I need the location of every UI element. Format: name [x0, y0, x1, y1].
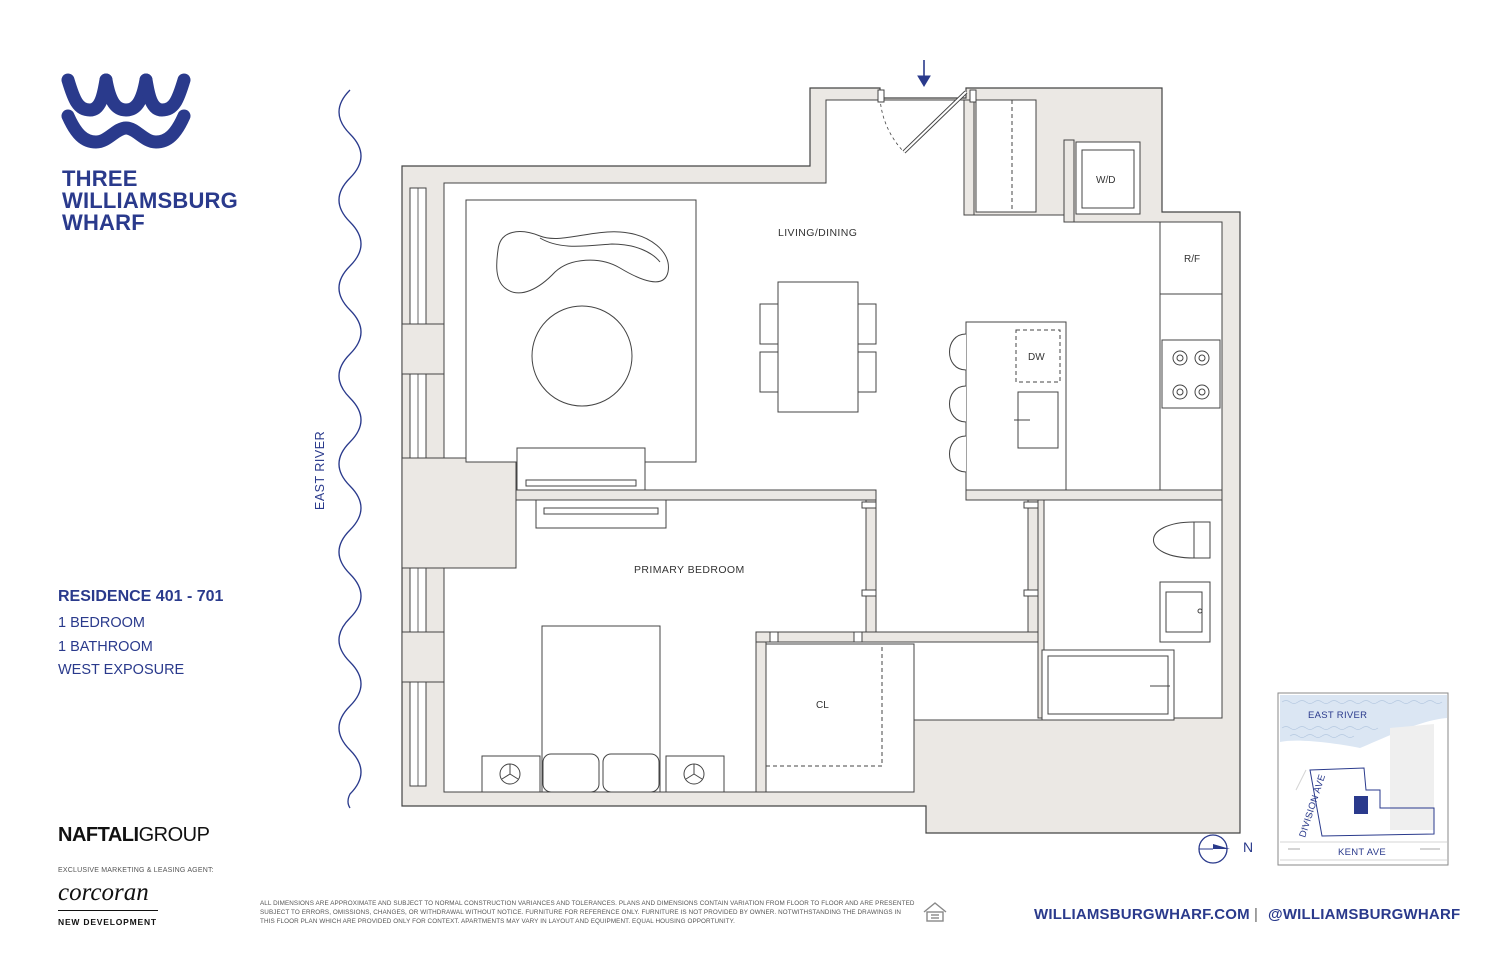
equal-housing-icon [923, 902, 947, 922]
website-link[interactable]: WILLIAMSBURGWHARF.COM [1034, 906, 1250, 923]
bathroom-count: 1 BATHROOM [58, 639, 153, 655]
bedroom-furniture [481, 499, 725, 793]
brand-name-line: WILLIAMSBURG [62, 188, 238, 213]
naftali-bold: NAFTALI [58, 824, 139, 846]
living-dining-label: LIVING/DINING [778, 227, 857, 239]
brand-name-line: THREE [62, 166, 138, 191]
bathroom-fixtures [1041, 521, 1211, 721]
brand-name-line: WHARF [62, 210, 145, 235]
lamp-icon [499, 763, 705, 785]
washer-dryer-label: W/D [1096, 175, 1115, 186]
naftali-group-logo: NAFTALIGROUP [58, 824, 210, 847]
stove-burners-icon [1172, 350, 1210, 400]
site-map [1277, 692, 1449, 866]
closet-label: CL [816, 700, 829, 711]
brand-name: THREE WILLIAMSBURG WHARF [62, 168, 238, 234]
entry-arrow-icon [917, 60, 931, 87]
compass-north-label: N [1243, 839, 1254, 855]
river-label: EAST RIVER [313, 431, 327, 510]
social-handle-link[interactable]: @WILLIAMSBURGWHARF [1268, 906, 1461, 923]
footer-separator: | [1254, 906, 1258, 923]
site-map-river-label: EAST RIVER [1308, 710, 1367, 721]
interior-walls [515, 99, 1223, 793]
fridge-label: R/F [1184, 254, 1200, 265]
washer-dryer [1075, 141, 1141, 215]
exposure: WEST EXPOSURE [58, 662, 185, 678]
dishwasher-label: DW [1028, 352, 1045, 363]
primary-bedroom-label: PRIMARY BEDROOM [634, 564, 745, 576]
entry-closet [975, 99, 1037, 213]
kitchen [949, 221, 1223, 491]
wave-w-logo-icon [61, 73, 191, 149]
river-wave [338, 89, 362, 809]
corcoran-divider [58, 910, 158, 911]
bedroom-count: 1 BEDROOM [58, 615, 146, 631]
agent-division: NEW DEVELOPMENT [58, 917, 157, 927]
living-furniture [465, 199, 877, 491]
entry-door [879, 90, 968, 154]
compass-icon [1198, 834, 1230, 864]
corcoran-logo: corcoran [58, 879, 149, 906]
site-map-street-kent: KENT AVE [1338, 847, 1386, 858]
residence-title: RESIDENCE 401 - 701 [58, 588, 224, 605]
walk-in-closet [765, 643, 915, 793]
legal-disclaimer: ALL DIMENSIONS ARE APPROXIMATE AND SUBJE… [260, 900, 915, 925]
agent-label: EXCLUSIVE MARKETING & LEASING AGENT: [58, 867, 214, 874]
naftali-light: GROUP [138, 824, 210, 846]
